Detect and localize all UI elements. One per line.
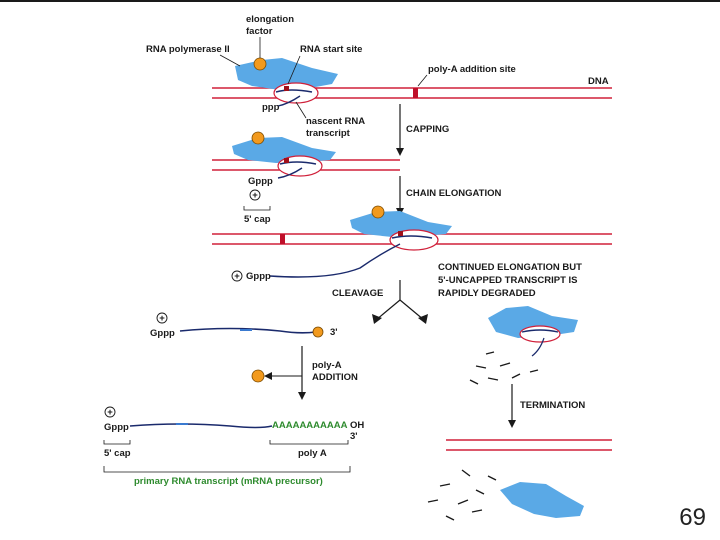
label-dna: DNA [588,76,609,87]
mrna-strand [179,327,317,334]
label-capping: CAPPING [406,124,449,135]
stage-2: Gppp + 5' cap [212,131,400,225]
page-number: 69 [679,504,706,531]
polya-site-marker [413,88,418,98]
dna-marker [280,234,285,244]
plus-sign: + [159,313,165,324]
plus-sign: + [234,271,240,282]
label-5-cap: 5' cap [104,448,131,459]
cap-bracket [243,206,271,211]
primary-transcript: + Gppp AAAAAAAAAAA OH 3' 5' cap poly A p… [103,406,364,487]
label-poly-a: poly A [298,448,327,459]
label-polya-addition-1: poly-A [312,360,342,371]
label-transcript: transcript [306,128,351,139]
label-cleavage: CLEAVAGE [332,288,383,299]
label-polya-site: poly-A addition site [428,64,516,75]
polya-bracket [269,440,349,445]
elongation-factor [312,326,324,338]
label-gppp: Gppp [246,271,271,282]
transcription-bubble [389,229,439,251]
arrow-branch-left [375,299,401,321]
elongation-factor [251,131,265,145]
arrow-head [298,392,306,400]
arrow-head [264,372,272,380]
rna-strand [279,161,317,165]
arrow-branch-right [399,299,425,321]
start-site-marker [284,158,289,163]
transcript-bracket [103,466,351,473]
rna-fragments [469,351,539,385]
label-nascent-rna: nascent RNA [306,116,365,127]
label-3-prime: 3' [350,431,358,442]
start-site-marker [284,86,289,91]
label-degraded-2: 5'-UNCAPPED TRANSCRIPT IS [438,275,578,286]
arrow-head [372,314,382,324]
stage-3: + Gppp [212,205,612,282]
transcription-bubble [519,325,561,343]
label-gppp: Gppp [150,328,175,339]
cap-circle [231,270,243,282]
polya-tail: AAAAAAAAAAA [272,420,348,431]
label-rna-polymerase: RNA polymerase II [146,44,230,55]
pointer-line [287,55,301,85]
degradation-branch [469,306,578,385]
start-site-marker [398,231,403,236]
label-rna-start-site: RNA start site [300,44,362,55]
pointer-line [417,74,428,87]
label-termination: TERMINATION [520,400,585,411]
label-elongation: elongation [246,14,294,25]
stage-1: elongation factor RNA polymerase II RNA … [146,14,612,139]
nascent-rna [277,95,301,107]
label-primary-transcript: primary RNA transcript (mRNA precursor) [134,476,323,487]
arrow-head [418,314,428,324]
rna-strand [391,235,433,239]
label-degraded-1: CONTINUED ELONGATION BUT [438,262,582,273]
label-5-cap: 5' cap [244,214,271,225]
label-gppp: Gppp [104,422,129,433]
label-factor: factor [246,26,273,37]
cap-circle [249,189,261,201]
rna-strand [275,89,313,93]
label-3-prime: 3' [330,327,338,338]
nascent-rna [277,167,303,179]
plus-sign: + [107,407,113,418]
label-degraded-3: RAPIDLY DEGRADED [438,288,536,299]
mrna-strand [129,423,273,429]
plus-sign: + [252,190,258,201]
top-border [0,0,720,2]
rna-fragments-final [427,469,497,521]
label-polya-addition-2: ADDITION [312,372,358,383]
arrow-head [396,148,404,156]
cap-bracket [103,440,131,445]
cap-circle [156,312,168,324]
elongation-factor [371,205,385,219]
arrow-head [508,420,516,428]
transcription-bubble [273,82,319,104]
pointer-line [219,54,241,67]
label-gppp: Gppp [248,176,273,187]
pointer-line [295,101,307,119]
nascent-rna [531,337,545,357]
nascent-rna [269,243,401,278]
released-factor [251,369,265,383]
elongation-factor [253,57,267,71]
label-oh: OH [350,420,364,431]
cap-circle [104,406,116,418]
released-polymerase [500,482,584,518]
rna-strand [521,329,559,333]
label-ppp: ppp [262,102,280,113]
cleaved-transcript: + Gppp 3' [150,312,338,339]
label-chain-elongation: CHAIN ELONGATION [406,188,501,199]
